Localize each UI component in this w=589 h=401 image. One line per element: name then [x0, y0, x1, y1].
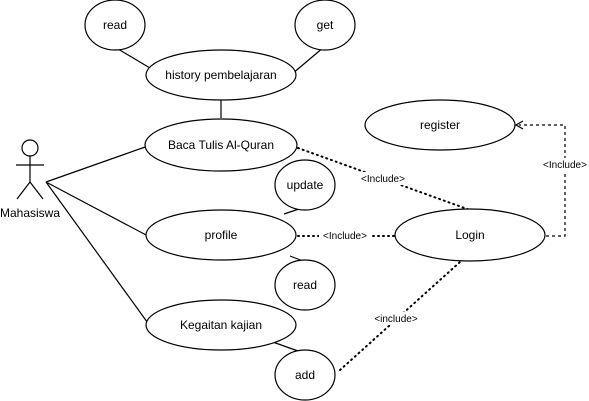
use-case-register-label: register [420, 118, 460, 132]
label-baca-login: <Include> [361, 174, 405, 185]
label-login-register: <Include> [543, 160, 587, 171]
actor-associations [45, 145, 151, 327]
use-case-add[interactable]: add [274, 349, 336, 401]
use-case-update-label: update [287, 178, 324, 192]
use-case-get-label: get [317, 18, 334, 32]
label-profile-login: <Include> [323, 231, 367, 242]
use-case-get[interactable]: get [294, 0, 356, 51]
use-case-register[interactable]: register [364, 99, 516, 151]
actor-label: Mahasiswa [0, 206, 60, 220]
use-case-profile[interactable]: profile [145, 209, 297, 261]
use-case-read-top-label: read [103, 18, 127, 32]
use-case-update[interactable]: update [274, 159, 336, 211]
use-case-kegiatan[interactable]: Kegaitan kajian [145, 299, 297, 351]
actor-mahasiswa: Mahasiswa [0, 139, 60, 220]
use-case-baca-label: Baca Tulis Al-Quran [168, 138, 274, 152]
use-case-read-bottom-label: read [293, 278, 317, 292]
use-case-profile-label: profile [205, 228, 238, 242]
use-case-login-label: Login [455, 228, 484, 242]
use-case-kegiatan-label: Kegaitan kajian [180, 318, 262, 332]
include-login-register [519, 124, 566, 237]
assoc-profile [45, 181, 149, 237]
assoc-kegiatan [45, 181, 151, 327]
use-case-history-label: history pembelajaran [165, 68, 276, 82]
use-case-baca[interactable]: Baca Tulis Al-Quran [144, 118, 298, 172]
arrowhead-register [514, 120, 524, 130]
assoc-baca [45, 145, 149, 183]
use-case-read-top[interactable]: read [84, 0, 146, 51]
label-add-login: <include> [374, 314, 418, 325]
line-get-history [291, 46, 325, 75]
actor-head [21, 139, 39, 157]
include-labels: <Include> <Include> <include> <Include> [319, 158, 589, 325]
use-case-add-label: add [295, 368, 315, 382]
use-case-login[interactable]: Login [394, 208, 546, 262]
use-case-history[interactable]: history pembelajaran [145, 49, 297, 101]
actor-right-leg [29, 181, 44, 200]
actor-left-leg [16, 181, 31, 200]
use-case-read-bottom[interactable]: read [274, 259, 336, 311]
